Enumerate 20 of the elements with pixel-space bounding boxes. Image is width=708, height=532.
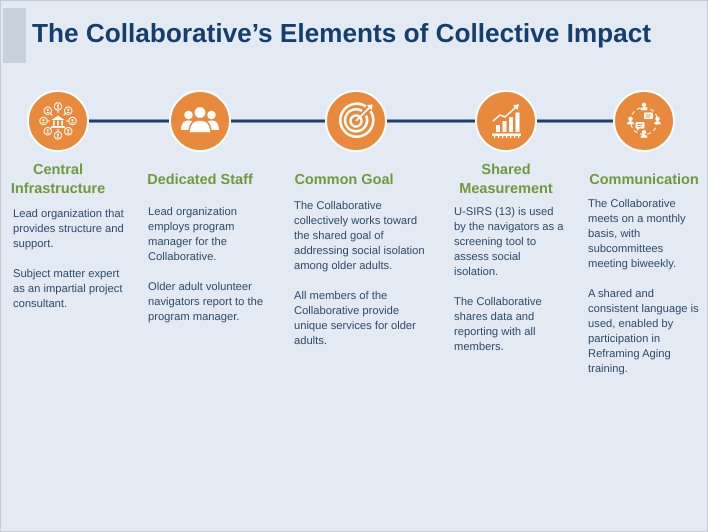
description-text: Lead organization employs program manager for the Collaborative.	[148, 205, 238, 265]
title: The Collaborative’s Elements of Collective Impact	[32, 18, 651, 49]
section-heading: Shared Measurement	[458, 161, 554, 199]
description-text: U-SIRS (13) is used by the navigators as a screening tool to assess social isolation.	[454, 205, 564, 280]
description-text: Lead organization that provides structure and support.	[13, 207, 125, 252]
description-text: All members of the Collaborative provide unique services for older adults.	[294, 289, 417, 349]
connector-line	[89, 120, 169, 122]
connector-line	[387, 120, 475, 122]
section-heading: Central Infrastructure	[10, 161, 106, 199]
connector-line	[231, 120, 325, 122]
section-heading: Communication	[589, 170, 699, 190]
description-text: Older adult volunteer navigators report to the program manager.	[148, 280, 264, 325]
section-heading: Dedicated Staff	[147, 170, 253, 190]
description-text: A shared and consistent language is used, enabled by participation in Reframing Aging training.	[588, 287, 700, 377]
section-heading: Common Goal	[294, 170, 394, 190]
description-text: The Collaborative shares data and reporting with all members.	[454, 295, 543, 355]
description-text: The Collaborative meets on a monthly basis, with subcommittees meeting biweekly.	[588, 197, 687, 272]
connector-line	[537, 120, 613, 122]
description-text: Subject matter expert as an impartial project consultant.	[13, 267, 124, 312]
description-text: The Collaborative collectively works toward the shared goal of addressing social isolation among older adults.	[294, 199, 426, 274]
